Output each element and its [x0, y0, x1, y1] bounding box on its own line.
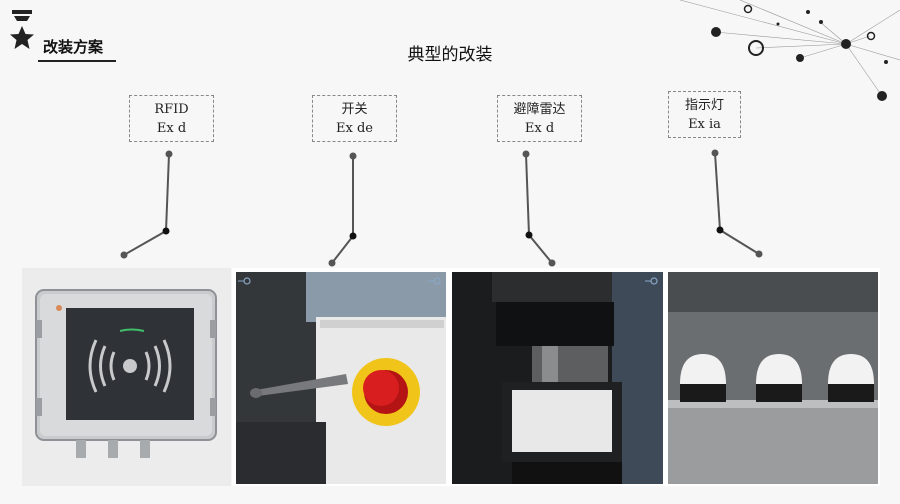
module-name: 开关	[341, 102, 368, 117]
module-name: 避障雷达	[513, 102, 566, 117]
pushpin-icon	[238, 277, 251, 285]
slide-title: 典型的改装	[407, 45, 493, 65]
title-underline	[38, 60, 116, 62]
photo-obstacle-radar	[452, 272, 663, 484]
label-box-radar: 避障雷达 Ex d	[497, 95, 582, 142]
module-rating: Ex de	[336, 121, 373, 136]
radar-image	[452, 272, 663, 484]
estop-switch-image	[236, 272, 446, 484]
star-icon	[10, 10, 34, 49]
section-title: 改装方案	[43, 38, 104, 56]
module-name: RFID	[154, 102, 189, 117]
connector-radar	[525, 153, 553, 264]
label-box-rfid: RFID Ex d	[129, 95, 214, 142]
decorative-network	[679, 0, 900, 101]
module-rating: Ex d	[156, 121, 187, 136]
connector-rfid	[123, 153, 170, 256]
indicator-lights-image	[668, 272, 878, 484]
photo-estop-switch	[236, 272, 446, 484]
rfid-reader-image	[35, 289, 217, 458]
module-name: 指示灯	[684, 98, 724, 113]
photo-indicator-lights	[668, 272, 878, 484]
pushpin-icon	[645, 277, 658, 285]
module-rating: Ex d	[524, 121, 555, 136]
pushpin-icon	[428, 277, 441, 285]
photo-rfid-reader	[22, 268, 231, 486]
label-box-indicator: 指示灯 Ex ia	[668, 91, 741, 138]
connector-indicator	[714, 152, 760, 255]
connector-switch	[331, 156, 354, 264]
module-rating: Ex ia	[688, 117, 721, 132]
label-box-switch: 开关 Ex de	[312, 95, 397, 142]
